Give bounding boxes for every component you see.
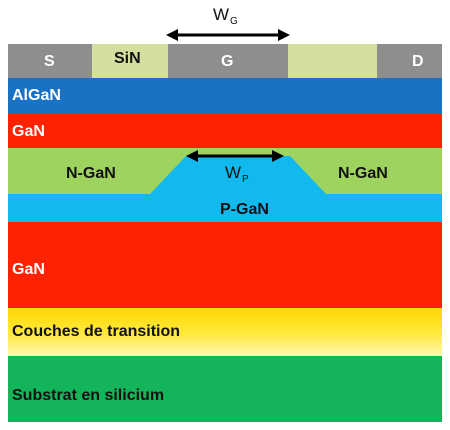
drain-contact xyxy=(377,44,442,78)
algan-layer xyxy=(8,78,442,114)
gan-top-layer xyxy=(8,114,442,148)
gate-label: G xyxy=(221,53,234,70)
algan-label: AlGaN xyxy=(12,87,61,104)
wp-label: WP xyxy=(225,164,249,185)
source-label: S xyxy=(44,53,55,70)
source-contact xyxy=(8,44,92,78)
substrate-label: Substrat en silicium xyxy=(12,387,165,404)
transition-layer xyxy=(8,308,442,356)
wg-label: WG xyxy=(213,6,238,27)
substrate-layer xyxy=(8,356,442,422)
gan-top-label: GaN xyxy=(12,123,45,140)
wp-sub: P xyxy=(242,174,249,185)
sin-label: SiN xyxy=(114,50,141,67)
wp-arrow xyxy=(186,150,284,162)
n-gan-left-label: N-GaN xyxy=(66,165,116,182)
gate-contact xyxy=(168,44,288,78)
drain-label: D xyxy=(412,53,424,70)
wg-arrow xyxy=(166,29,290,41)
wp-main: W xyxy=(225,163,242,182)
gan-bottom-layer xyxy=(8,222,442,308)
wg-main: W xyxy=(213,5,230,24)
wg-sub: G xyxy=(230,16,238,27)
transition-label: Couches de transition xyxy=(12,323,181,340)
n-gan-right-label: N-GaN xyxy=(338,165,388,182)
gan-bottom-label: GaN xyxy=(12,261,45,278)
p-gan-label: P-GaN xyxy=(220,201,269,218)
